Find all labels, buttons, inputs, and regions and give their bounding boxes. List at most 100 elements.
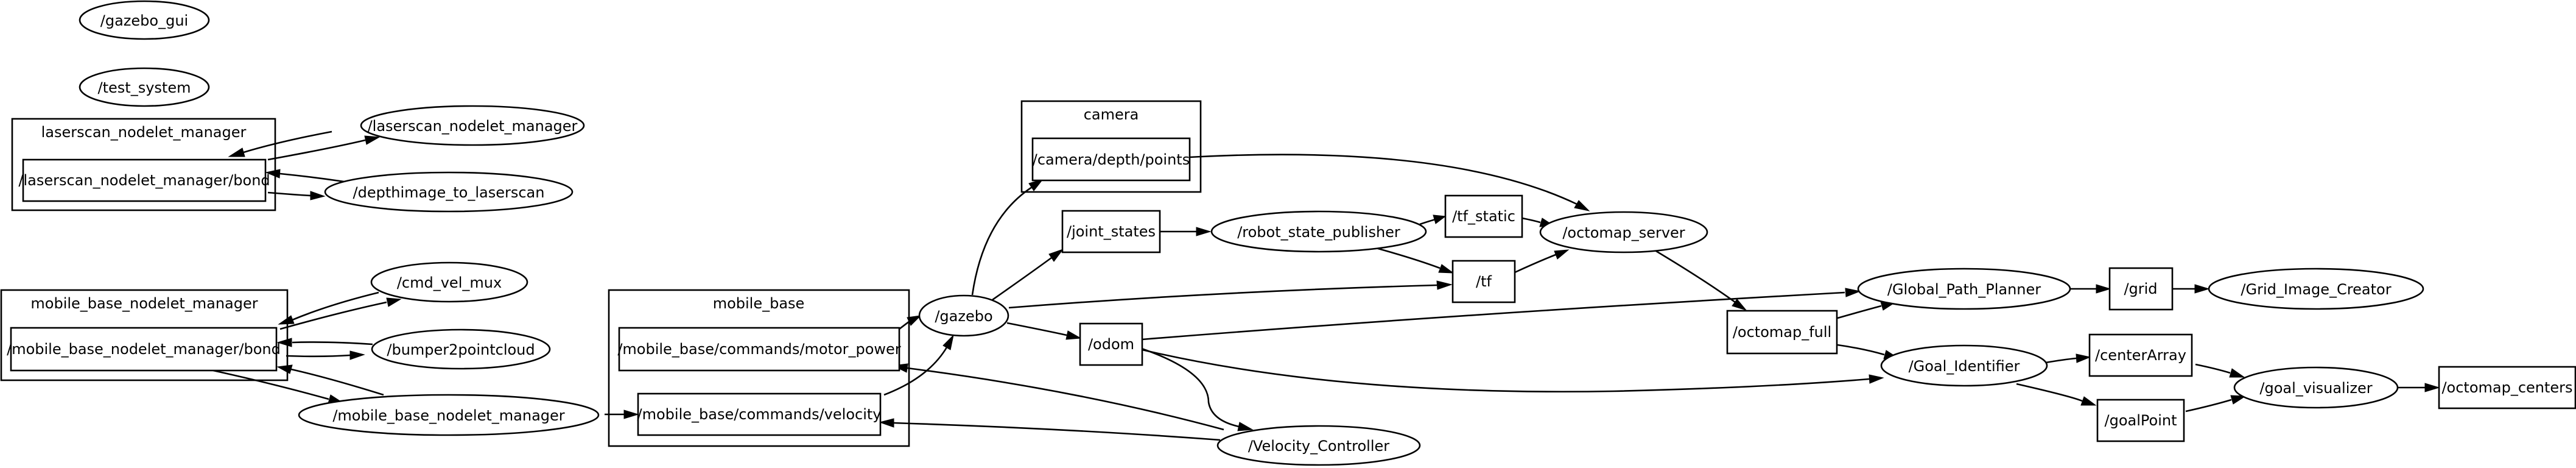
edge-goal-identifier-to-goal-point bbox=[2016, 383, 2083, 402]
node-label: /octomap_server bbox=[1562, 224, 1685, 241]
node-gazebo-gui[interactable]: /gazebo_gui bbox=[79, 0, 210, 40]
edge-gazebo-to-joint-states bbox=[992, 257, 1052, 301]
node-joint-states[interactable]: /joint_states bbox=[1061, 210, 1161, 254]
node-bumper2pointcloud[interactable]: /bumper2pointcloud bbox=[371, 328, 551, 370]
arrowhead bbox=[1028, 179, 1044, 191]
edge-odom-to-gpp bbox=[1142, 291, 1845, 341]
node-label: /bumper2pointcloud bbox=[387, 341, 535, 358]
node-odom[interactable]: /odom bbox=[1079, 322, 1143, 366]
node-velocity-controller[interactable]: /Velocity_Controller bbox=[1216, 425, 1421, 466]
node-label: /laserscan_nodelet_manager bbox=[368, 118, 578, 135]
node-octomap-server[interactable]: /octomap_server bbox=[1539, 211, 1708, 254]
node-label: /goalPoint bbox=[2105, 412, 2177, 429]
node-label: /joint_states bbox=[1067, 223, 1156, 240]
node-label: /gazebo_gui bbox=[100, 12, 188, 29]
edge-octomap-full-to-goal-identifier bbox=[1837, 344, 1885, 356]
node-grid-image-creator[interactable]: /Grid_Image_Creator bbox=[2208, 268, 2424, 310]
arrowhead bbox=[2229, 368, 2245, 378]
node-label: /octomap_full bbox=[1733, 324, 1831, 341]
node-label: /test_system bbox=[98, 79, 191, 96]
node-label: /Global_Path_Planner bbox=[1887, 281, 2041, 298]
node-label: /cmd_vel_mux bbox=[397, 274, 502, 291]
node-velocity[interactable]: /mobile_base/commands/velocity bbox=[637, 392, 882, 436]
node-tf[interactable]: /tf bbox=[1451, 260, 1516, 303]
arrowhead bbox=[1065, 330, 1082, 340]
arrowhead bbox=[1732, 299, 1747, 311]
arrowhead bbox=[879, 418, 894, 428]
node-octomap-full[interactable]: /octomap_full bbox=[1726, 310, 1838, 355]
node-motor-power[interactable]: /mobile_base/commands/motor_power bbox=[617, 327, 901, 372]
arrowhead bbox=[278, 315, 295, 325]
node-mobile-base-bond[interactable]: /mobile_base_nodelet_manager/bond bbox=[7, 327, 281, 372]
node-label: /camera/depth/points bbox=[1033, 151, 1190, 168]
node-label: /mobile_base/commands/motor_power bbox=[617, 341, 900, 358]
node-octomap-centers[interactable]: /octomap_centers bbox=[2438, 366, 2576, 410]
node-label: /odom bbox=[1088, 336, 1134, 353]
edge-mb-bond-to-bumper bbox=[286, 354, 351, 358]
node-label: /Goal_Identifier bbox=[1909, 358, 2020, 375]
arrowhead bbox=[623, 410, 639, 419]
node-tf-static[interactable]: /tf_static bbox=[1444, 194, 1523, 238]
edge-laserscan-bond-to-depthimage bbox=[267, 191, 311, 197]
node-label: /Grid_Image_Creator bbox=[2241, 281, 2391, 298]
edge-camera-points-to-octomap-server bbox=[1188, 154, 1578, 205]
arrowhead bbox=[364, 135, 381, 145]
node-center-array[interactable]: /centerArray bbox=[2088, 333, 2193, 377]
edge-gazebo-to-tf bbox=[1008, 284, 1437, 309]
edge-odom-to-vc bbox=[1141, 347, 1240, 428]
node-goal-point[interactable]: /goalPoint bbox=[2096, 399, 2185, 442]
node-global-path-planner[interactable]: /Global_Path_Planner bbox=[1857, 268, 2071, 310]
node-laserscan-nodelet-manager[interactable]: /laserscan_nodelet_manager bbox=[360, 105, 585, 146]
arrowhead bbox=[2194, 284, 2210, 294]
edge-vc-to-motor-power bbox=[907, 367, 1224, 431]
node-gazebo[interactable]: /gazebo bbox=[918, 294, 1009, 337]
cluster-camera: camera bbox=[1020, 100, 1202, 193]
cluster-laserscan-nodelet-manager: laserscan_nodelet_manager bbox=[11, 118, 276, 211]
edge-cmd-vel-mux-to-mb-bond bbox=[292, 291, 379, 321]
edge-rsp-to-tf-static bbox=[1419, 218, 1436, 225]
edge-gazebo-to-odom bbox=[1006, 322, 1067, 336]
node-label: /depthimage_to_laserscan bbox=[353, 184, 545, 201]
arrowhead bbox=[1554, 249, 1570, 260]
node-camera-depth-points[interactable]: /camera/depth/points bbox=[1031, 137, 1191, 182]
node-test-system[interactable]: /test_system bbox=[79, 67, 210, 107]
node-label: /tf_static bbox=[1452, 208, 1515, 225]
arrowhead bbox=[1845, 288, 1861, 297]
node-laserscan-bond[interactable]: /laserscan_nodelet_manager/bond bbox=[18, 158, 270, 202]
node-label: /centerArray bbox=[2095, 347, 2186, 364]
arrowhead bbox=[1869, 374, 1884, 384]
edge-bumper-to-mb-bond bbox=[292, 341, 373, 346]
node-mobile-base-nodelet-manager[interactable]: /mobile_base_nodelet_manager bbox=[298, 394, 600, 436]
edge-depthimage-to-laserscan-bond bbox=[279, 172, 345, 183]
node-label: /mobile_base_nodelet_manager/bond bbox=[7, 341, 281, 358]
node-robot-state-publisher[interactable]: /robot_state_publisher bbox=[1210, 210, 1427, 253]
edge-velocity-to-gazebo bbox=[883, 347, 948, 396]
edge-goal-identifier-to-center-array bbox=[2045, 357, 2077, 364]
arrowhead bbox=[349, 350, 365, 360]
edge-mbnm-to-mb-bond bbox=[290, 368, 384, 396]
node-depthimage-to-laserscan[interactable]: /depthimage_to_laserscan bbox=[324, 171, 574, 213]
edge-odom-to-goal-identifier bbox=[1142, 349, 1870, 393]
edge-octomap-server-to-octomap-full bbox=[1655, 250, 1736, 303]
node-label: /goal_visualizer bbox=[2259, 380, 2372, 397]
node-label: /tf bbox=[1476, 273, 1492, 290]
edge-octomap-full-to-gpp bbox=[1837, 305, 1882, 319]
edge-tf-to-octomap-server bbox=[1514, 254, 1556, 274]
node-label: /octomap_centers bbox=[2441, 379, 2572, 396]
arrowhead bbox=[1436, 280, 1453, 290]
node-cmd-vel-mux[interactable]: /cmd_vel_mux bbox=[370, 261, 528, 303]
node-grid[interactable]: /grid bbox=[2108, 267, 2174, 311]
arrowhead bbox=[2076, 353, 2091, 363]
node-goal-identifier[interactable]: /Goal_Identifier bbox=[1880, 344, 2048, 387]
edge-lnm-to-laserscan-bond bbox=[243, 130, 332, 154]
node-label: /grid bbox=[2124, 280, 2157, 297]
edge-motor-power-to-gazebo bbox=[899, 321, 910, 330]
edge-goal-point-to-goal-visualizer bbox=[2185, 399, 2232, 413]
node-goal-visualizer[interactable]: /goal_visualizer bbox=[2233, 366, 2399, 409]
arrowhead bbox=[1438, 264, 1455, 274]
arrowhead bbox=[310, 191, 326, 200]
arrowhead bbox=[228, 147, 245, 157]
arrowhead bbox=[1574, 200, 1590, 211]
arrowhead bbox=[2230, 395, 2247, 405]
